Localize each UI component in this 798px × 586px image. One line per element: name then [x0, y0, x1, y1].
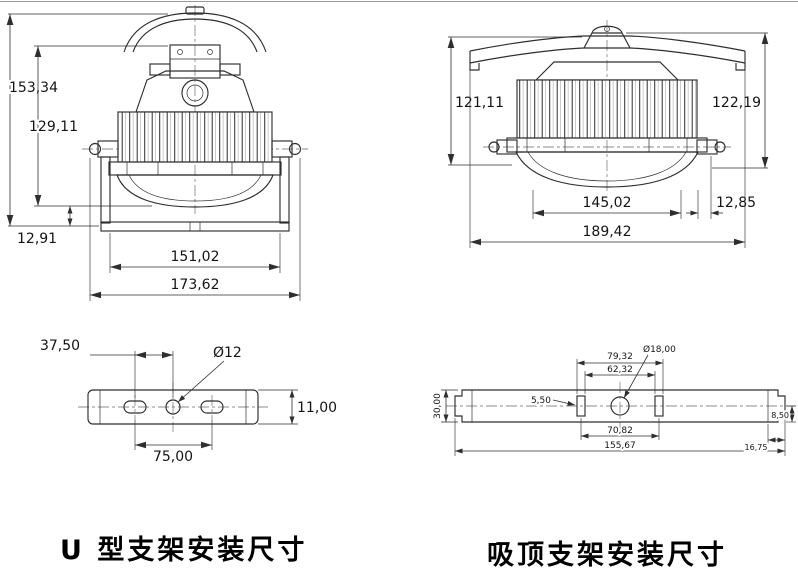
caption-ceiling-bracket: 吸顶支架安装尺寸: [487, 540, 727, 571]
ceiling-plate-foot-right: [735, 51, 746, 71]
dim-cplate-inner-slot-span: 62,32: [607, 365, 633, 375]
u-lamp-heatsink: [117, 111, 273, 163]
ceiling-plate-bolt: [604, 26, 610, 32]
dim-u-inner-width: 151,02: [171, 249, 220, 265]
dim-cplate-width: 30,00: [433, 393, 443, 419]
dim-uplate-height: 11,00: [297, 400, 337, 416]
u-bracket-arm-right: [279, 156, 290, 224]
ceiling-plate-bottom-edge: [469, 47, 746, 64]
caption-u-bracket: U 型支架安装尺寸: [60, 535, 308, 566]
u-bracket-arm-left: [100, 156, 111, 224]
dim-cplate-slot-width: 5,50: [531, 396, 551, 406]
u-lamp-dome: [116, 174, 274, 208]
ceiling-lamp-dimensions: 121,11 122,19 145,02 12,85 189,42: [447, 32, 769, 248]
u-bracket-slot-left: [123, 400, 147, 414]
dim-uplate-hole-diameter: Ø12: [213, 345, 242, 361]
ceiling-plate-foot-left: [469, 51, 480, 71]
u-lamp-clamp-block: [169, 44, 221, 79]
u-bracket-slot-right: [200, 400, 224, 414]
dim-u-bottom-offset: 12,91: [17, 231, 57, 247]
dim-ceiling-left-height: 121,11: [455, 95, 504, 111]
ceiling-bracket-plate-outline: [454, 389, 786, 423]
dim-u-total-height: 153,34: [9, 80, 58, 96]
u-lamp-dimensions: 153,34 129,11 12,91 151,02 173,62: [6, 13, 301, 301]
dim-u-body-height: 129,11: [29, 119, 78, 135]
dim-cplate-end-offset: 16,75: [745, 443, 768, 452]
dim-cplate-total-length: 155,67: [604, 441, 636, 451]
ceiling-lamp-heatsink: [516, 79, 698, 139]
ceiling-bracket-plate-drawing: 79,32 62,32 Ø18,00 5,50 30,00 70,82 155,…: [431, 342, 796, 456]
u-lamp-drawing: [82, 5, 308, 232]
dim-ceiling-edge-offset: 12,85: [716, 195, 756, 211]
u-lamp-clamp-bolt-right: [207, 49, 213, 55]
ceiling-plate-center-mount: [583, 32, 631, 49]
u-lamp-cable-gland: [181, 79, 209, 107]
dim-ceiling-inner-width: 145,02: [583, 195, 632, 211]
dim-cplate-slot-center-span: 70,82: [607, 426, 633, 436]
dim-u-outer-width: 173,62: [171, 277, 220, 293]
u-bracket-bottom-bar: [100, 221, 290, 232]
ceiling-lamp-dome: [515, 151, 699, 188]
dim-uplate-hole-offset: 37,50: [40, 338, 80, 354]
dim-cplate-edge-offset: 8,50: [771, 411, 789, 420]
ceiling-plate-top-edge: [469, 35, 746, 52]
dim-ceiling-right-height: 122,19: [712, 95, 761, 111]
u-bracket-plate-drawing: 37,50 Ø12 11,00 75,00: [38, 336, 339, 467]
dim-cplate-outer-slot-span: 79,32: [607, 352, 633, 362]
dim-uplate-hole-spacing: 75,00: [153, 449, 193, 465]
u-lamp-clamp-bolt-left: [177, 49, 183, 55]
ceiling-bracket-slot-left: [576, 395, 586, 417]
ceiling-bracket-slot-right: [654, 395, 664, 417]
u-bracket-center-hole: [165, 399, 181, 415]
u-lamp-handle-inner: [132, 18, 258, 53]
ceiling-bracket-center-hole: [610, 396, 630, 416]
dim-cplate-hole-diameter: Ø18,00: [643, 344, 676, 355]
u-lamp-handle-outer: [123, 12, 267, 53]
ceiling-lamp-drawing: [469, 20, 746, 198]
u-lamp-top-bolt: [185, 6, 205, 15]
dim-ceiling-outer-width: 189,42: [583, 224, 632, 240]
